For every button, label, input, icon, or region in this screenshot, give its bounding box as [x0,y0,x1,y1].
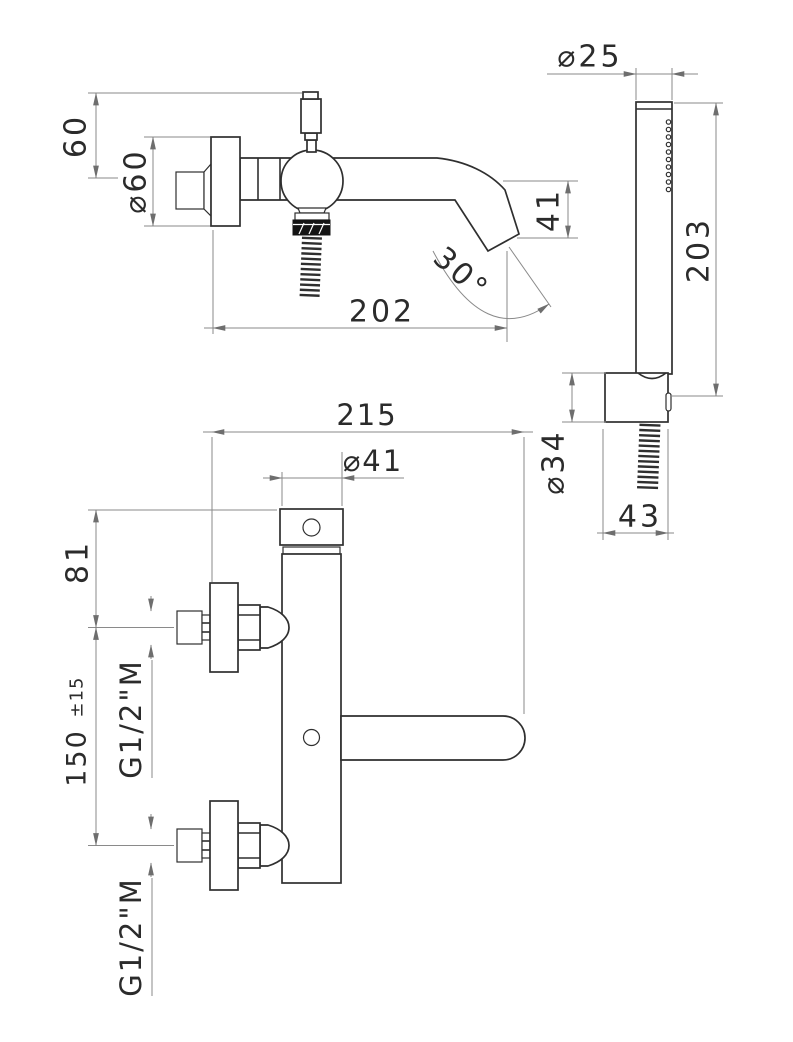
dim-label-30deg: 30° [426,240,496,308]
dim-label-43: 43 [618,500,662,535]
dim-outlet-angle: 30° [426,240,552,319]
upper-wall-flange [209,582,239,673]
lower-inlet [176,800,290,891]
dim-inlet-spacing: ±15 150 [62,626,174,847]
dim-label-tolerance: ±15 [67,677,88,718]
body-column [281,553,342,884]
shower-holder [604,372,672,423]
mixer-front-view: 215 ⌀41 [61,398,533,997]
lower-inlet-dome [259,824,290,867]
flex-hose-shower [637,423,661,490]
dim-overall-width: 215 [203,398,533,714]
body-screw-hole [302,728,321,747]
upper-inlet [176,582,290,673]
dim-label-d25: ⌀25 [557,40,622,75]
body-collar [282,546,341,555]
dim-upper-inlet-thread: G1/2"M [114,596,154,779]
dim-label-60: 60 [59,114,94,158]
body-top-cap [279,508,344,546]
dim-label-202: 202 [349,295,415,330]
dim-label-150: 150 [62,729,93,787]
dim-wand-length: 203 [670,102,723,397]
dim-lower-inlet-thread: G1/2"M [114,814,154,997]
dim-label-215: 215 [336,398,397,432]
dim-wand-diameter: ⌀25 [547,40,698,100]
wall-flange-side [210,136,241,227]
upper-inlet-hex [237,604,261,651]
dim-label-203: 203 [682,217,717,283]
dim-holder-diameter: ⌀34 [537,372,606,495]
dim-body-diameter: ⌀41 [263,444,404,506]
dim-body-top-to-inlet: 81 [61,509,277,629]
mixer-side-view: 60 ⌀60 [59,91,578,342]
lower-inlet-hex [237,822,261,869]
mixer-ball-body [280,149,344,213]
dim-label-81: 81 [61,540,96,584]
dim-label-d41: ⌀41 [343,444,403,478]
hose-connection [292,207,331,299]
dim-flange-diameter: ⌀60 [119,136,212,227]
dim-label-d60: ⌀60 [119,148,154,213]
dim-outlet-drop: 41 [503,180,578,239]
dim-label-g12m-lower: G1/2"M [114,877,148,997]
dim-label-g12m-upper: G1/2"M [114,659,148,779]
hand-shower-view: ⌀25 ⌀34 [537,40,723,540]
flex-hose-side [299,236,322,299]
lower-wall-flange [209,800,239,891]
lever-handle [340,715,526,761]
dim-label-d34: ⌀34 [537,429,572,494]
dim-spout-reach: 202 [204,230,508,342]
top-cap-hole [302,518,321,537]
spray-nozzle-dots [665,119,672,193]
inlet-cone [203,162,212,218]
dim-holder-length: 43 [597,429,674,540]
mixer-handle [300,91,322,153]
upper-inlet-dome [259,606,290,649]
dim-handle-height: 60 [59,92,302,179]
dim-label-41: 41 [532,188,567,232]
